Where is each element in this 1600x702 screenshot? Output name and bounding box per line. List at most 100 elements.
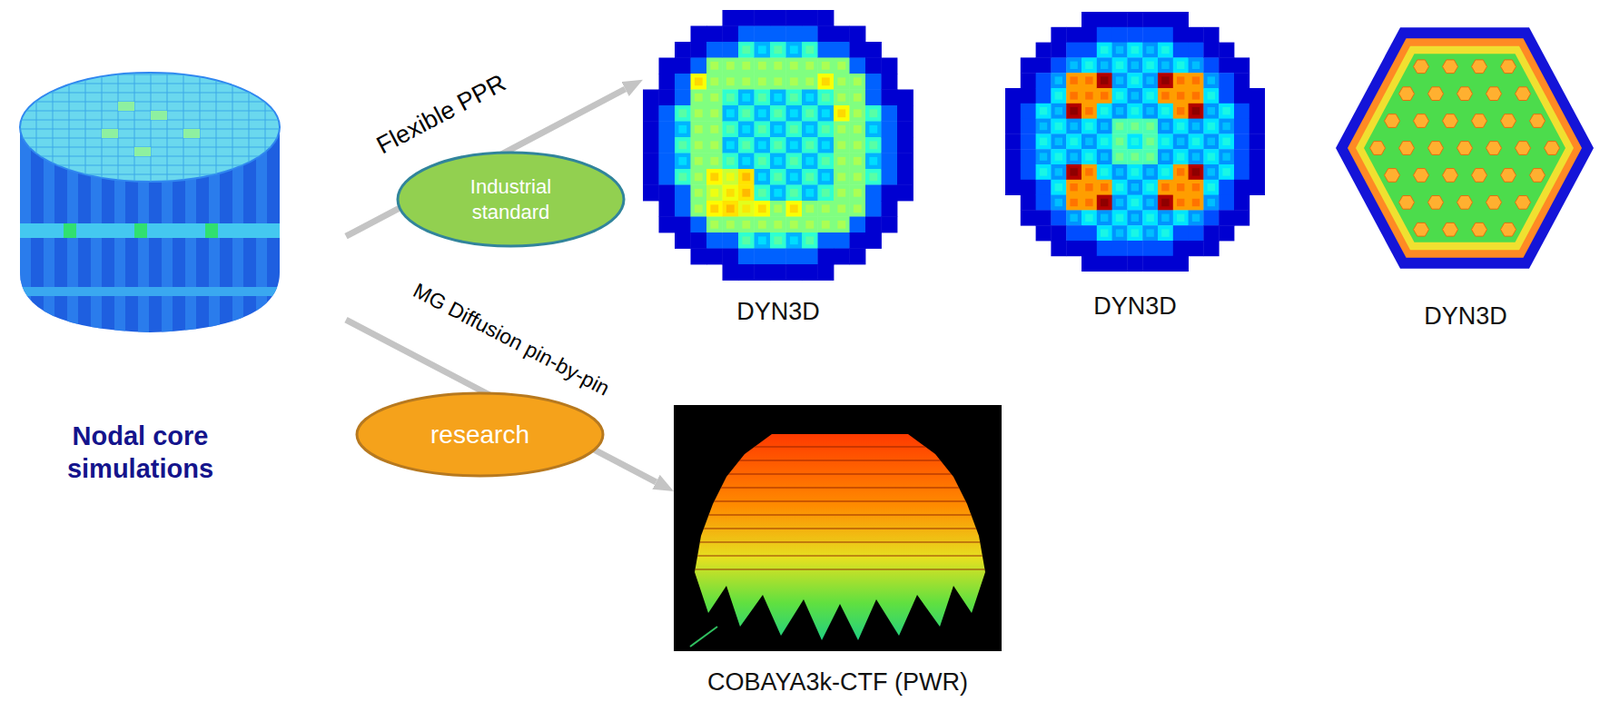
assembly-cell bbox=[1096, 72, 1113, 89]
grid-line bbox=[216, 70, 218, 184]
pin-texture bbox=[758, 188, 767, 198]
assembly-cell bbox=[1188, 164, 1205, 180]
assembly-cell bbox=[1126, 209, 1143, 226]
assembly-cell bbox=[722, 153, 740, 170]
assembly-cell bbox=[881, 137, 899, 154]
pin-texture bbox=[710, 157, 719, 166]
power-surface bbox=[694, 434, 986, 641]
pin-texture bbox=[1176, 183, 1185, 191]
assembly-cell bbox=[659, 217, 676, 234]
assembly-cell bbox=[674, 41, 692, 59]
assembly-cell bbox=[1157, 72, 1174, 89]
pin-texture bbox=[837, 157, 846, 166]
pin-texture bbox=[694, 93, 703, 102]
assembly-cell bbox=[722, 168, 740, 186]
assembly-cell bbox=[1203, 148, 1219, 165]
pin-texture bbox=[1085, 61, 1093, 70]
pin-texture bbox=[678, 140, 687, 149]
assembly-cell bbox=[1081, 88, 1097, 104]
hot-assembly bbox=[1442, 114, 1459, 129]
assembly-cell bbox=[1218, 209, 1235, 226]
pin-texture bbox=[790, 188, 799, 198]
assembly-cell bbox=[1234, 195, 1250, 211]
hot-assembly bbox=[1413, 114, 1430, 129]
assembly-cell bbox=[1218, 103, 1235, 119]
step-line bbox=[671, 541, 1004, 544]
pin-texture bbox=[1161, 167, 1169, 176]
assembly-cell bbox=[786, 264, 803, 281]
step-line bbox=[671, 473, 1004, 475]
assembly-cell bbox=[833, 137, 850, 154]
pin-texture bbox=[1192, 107, 1200, 115]
pin-texture bbox=[1069, 183, 1077, 191]
assembly-cell bbox=[691, 58, 708, 75]
assembly-cell bbox=[833, 217, 850, 234]
assembly-cell bbox=[659, 105, 676, 122]
pin-texture bbox=[1192, 76, 1200, 84]
pin-texture bbox=[1176, 138, 1185, 146]
pin-texture bbox=[1176, 91, 1185, 99]
grid-line bbox=[248, 70, 250, 184]
pin-texture bbox=[1145, 228, 1154, 237]
pin-texture bbox=[773, 61, 782, 70]
edge-label: MG Diffusion pin-by-pin bbox=[408, 277, 613, 401]
pin-texture bbox=[1116, 61, 1124, 70]
ellipse-shape bbox=[397, 152, 624, 247]
hot-assembly bbox=[1530, 168, 1546, 183]
assembly-cell bbox=[674, 137, 692, 154]
pin-texture bbox=[1161, 228, 1169, 237]
pin-texture bbox=[1192, 91, 1200, 99]
assembly-cell bbox=[770, 137, 787, 154]
assembly-cell bbox=[1096, 225, 1113, 241]
hot-assembly bbox=[1457, 87, 1473, 101]
pin-texture bbox=[1069, 214, 1077, 222]
pin-texture bbox=[1145, 138, 1154, 146]
assembly-cell bbox=[754, 41, 771, 59]
pin-texture bbox=[1085, 76, 1093, 84]
pin-texture bbox=[1116, 228, 1124, 237]
assembly-cell bbox=[1096, 88, 1113, 104]
pin-texture bbox=[1161, 183, 1169, 191]
pin-texture bbox=[758, 204, 767, 213]
assembly-cell bbox=[722, 9, 740, 27]
assembly-cell bbox=[801, 73, 819, 90]
assembly-cell bbox=[1081, 118, 1097, 135]
pin-power-surface bbox=[671, 404, 1004, 652]
pin-texture bbox=[1085, 198, 1093, 207]
assembly-cell bbox=[865, 41, 882, 59]
assembly-cell bbox=[706, 121, 723, 139]
assembly-cell bbox=[1005, 148, 1021, 165]
pin-texture bbox=[1069, 198, 1077, 207]
assembly-cell bbox=[786, 137, 803, 154]
assembly-cell bbox=[818, 73, 835, 90]
assembly-cell bbox=[1234, 103, 1250, 119]
assembly-cell bbox=[738, 89, 755, 107]
assembly-cell bbox=[818, 89, 835, 107]
assembly-cell bbox=[1126, 57, 1143, 73]
assembly-cell bbox=[722, 185, 740, 202]
assembly-cell bbox=[865, 58, 882, 75]
assembly-cell bbox=[1173, 164, 1189, 180]
assembly-cell bbox=[674, 168, 692, 186]
assembly-cell bbox=[1050, 240, 1067, 257]
assembly-cell bbox=[1218, 88, 1235, 104]
assembly-cell bbox=[1234, 57, 1250, 73]
assembly-cell bbox=[1096, 195, 1113, 211]
pin-texture bbox=[1192, 214, 1200, 222]
pin-texture bbox=[741, 204, 751, 213]
hot-assembly bbox=[1399, 141, 1415, 156]
pin-texture bbox=[1085, 107, 1093, 115]
pin-texture bbox=[805, 172, 814, 181]
pin-texture bbox=[1131, 91, 1139, 99]
assembly-cell bbox=[1188, 209, 1205, 226]
assembly-cell bbox=[642, 153, 660, 170]
hot-assembly bbox=[1442, 59, 1459, 74]
assembly-cell bbox=[1096, 148, 1113, 165]
assembly-cell bbox=[691, 73, 708, 90]
pin-texture bbox=[773, 236, 782, 245]
assembly-cell bbox=[1173, 133, 1189, 149]
assembly-cell bbox=[706, 105, 723, 122]
pin-texture bbox=[678, 125, 687, 134]
assembly-cell bbox=[1203, 103, 1219, 119]
assembly-cell bbox=[706, 200, 723, 218]
